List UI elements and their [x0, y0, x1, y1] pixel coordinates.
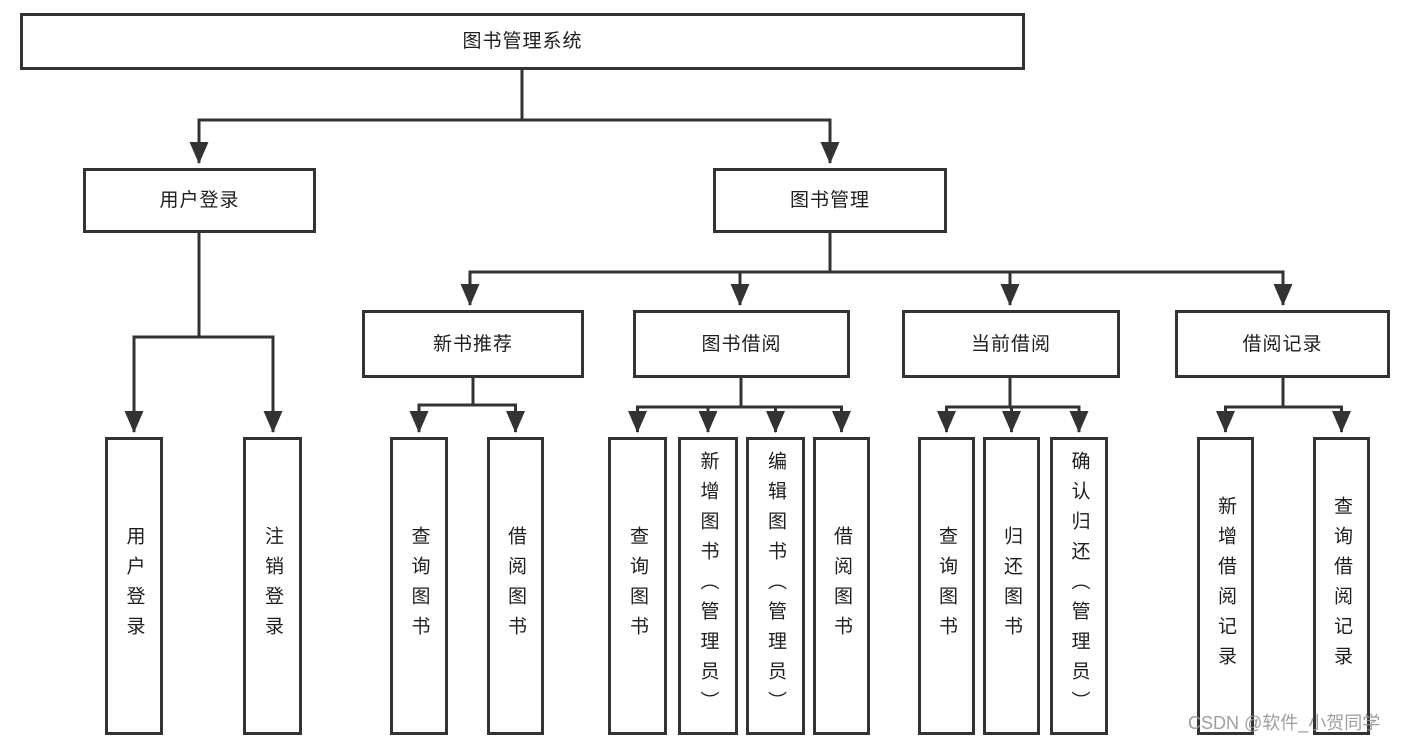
leaf-records-add-record: 新增借阅记录	[1197, 437, 1254, 735]
leaf-current-query-book: 查询图书	[918, 437, 975, 735]
node-borrow-records: 借阅记录	[1175, 310, 1390, 378]
leaf-recommend-borrow-book: 借阅图书	[487, 437, 544, 735]
node-current-borrow: 当前借阅	[902, 310, 1120, 378]
leaf-current-confirm-return-admin: 确认归还（管理员）	[1050, 437, 1108, 735]
leaf-recommend-query-book: 查询图书	[390, 437, 448, 735]
node-label: 图书管理	[789, 190, 870, 211]
node-label: 归还图书	[1001, 526, 1022, 646]
csdn-watermark: CSDN @软件_小贺同学	[1188, 713, 1381, 733]
node-label: 查询图书	[936, 526, 957, 646]
node-label: 确认归还（管理员）	[1068, 451, 1090, 721]
node-label: 查询图书	[627, 526, 648, 646]
leaf-logout-login: 注销登录	[243, 437, 302, 735]
node-label: 查询借阅记录	[1331, 496, 1352, 676]
node-label: 新增借阅记录	[1215, 496, 1236, 676]
node-book-borrow: 图书借阅	[633, 310, 850, 378]
node-root: 图书管理系统	[20, 13, 1025, 70]
node-label: 编辑图书（管理员）	[765, 451, 786, 721]
node-label: 借阅记录	[1242, 333, 1323, 355]
node-label: 图书管理系统	[462, 31, 583, 52]
leaf-borrow-borrow-book: 借阅图书	[813, 437, 870, 735]
node-label: 注销登录	[262, 526, 283, 646]
leaf-borrow-query-book: 查询图书	[608, 437, 667, 735]
node-label: 借阅图书	[505, 526, 526, 646]
node-user-login: 用户登录	[83, 168, 316, 233]
node-label: 当前借阅	[970, 333, 1051, 355]
node-book-management: 图书管理	[713, 168, 947, 233]
node-label: 新增图书（管理员）	[697, 451, 719, 721]
leaf-borrow-edit-book-admin: 编辑图书（管理员）	[746, 437, 805, 735]
leaf-records-query-record: 查询借阅记录	[1313, 437, 1370, 735]
node-label: 图书借阅	[701, 333, 782, 355]
leaf-current-return-book: 归还图书	[983, 437, 1040, 735]
node-label: 用户登录	[159, 190, 240, 211]
node-label: 借阅图书	[831, 526, 852, 646]
leaf-borrow-add-book-admin: 新增图书（管理员）	[678, 437, 738, 735]
node-label: 新书推荐	[432, 333, 513, 355]
node-new-book-recommend: 新书推荐	[362, 310, 584, 378]
node-label: 查询图书	[408, 526, 430, 646]
node-label: 用户登录	[123, 526, 145, 646]
leaf-user-login: 用户登录	[105, 437, 163, 735]
